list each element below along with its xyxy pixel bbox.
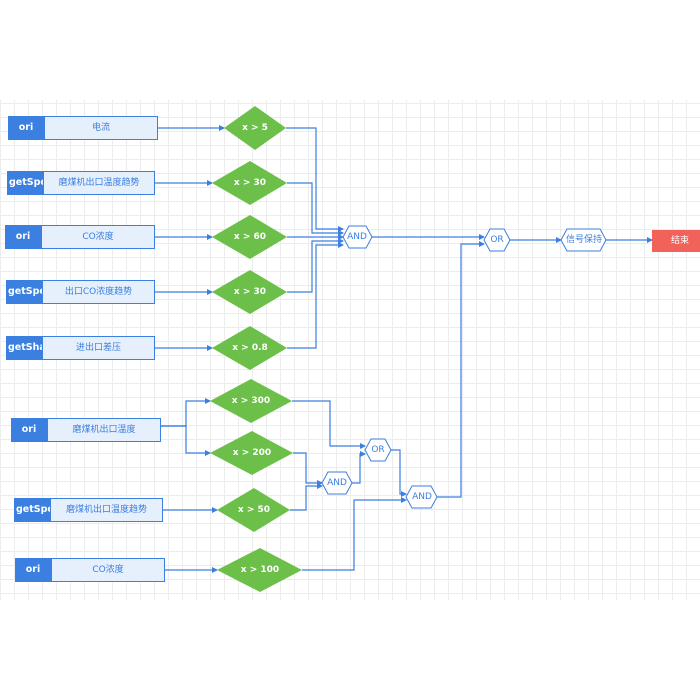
edge-src6-cond7 bbox=[161, 425, 211, 456]
source-label: 电流 bbox=[44, 116, 158, 140]
source-label: CO浓度 bbox=[51, 558, 165, 582]
condition-label-9: x > 100 bbox=[240, 565, 280, 575]
condition-diamond-9[interactable] bbox=[217, 548, 302, 592]
condition-label-2: x > 30 bbox=[233, 178, 267, 188]
notch-icon bbox=[45, 124, 49, 132]
edge-or1-and3 bbox=[391, 449, 407, 497]
notch-icon bbox=[43, 344, 47, 352]
condition-diamond-2[interactable] bbox=[212, 161, 287, 205]
source-node-2[interactable]: getSpee 磨煤机出口温度趋势 bbox=[7, 171, 155, 195]
source-node-1[interactable]: ori 电流 bbox=[8, 116, 158, 140]
source-tag: ori bbox=[8, 116, 44, 140]
and-gate-3[interactable] bbox=[405, 485, 438, 509]
and-gate-1-label: AND bbox=[347, 232, 367, 242]
or-gate-1-label: OR bbox=[371, 445, 385, 455]
edge-cond1-and1 bbox=[286, 127, 344, 232]
source-tag: getSpee bbox=[7, 171, 43, 195]
notch-icon bbox=[44, 179, 48, 187]
edge-cond9-and3 bbox=[302, 497, 407, 571]
source-tag: getShak bbox=[6, 336, 42, 360]
condition-diamond-6[interactable] bbox=[210, 379, 292, 423]
notch-icon bbox=[43, 288, 47, 296]
edge-cond7-and2 bbox=[293, 452, 323, 486]
condition-label-8: x > 50 bbox=[237, 505, 271, 515]
condition-label-4: x > 30 bbox=[233, 287, 267, 297]
condition-diamond-7[interactable] bbox=[210, 431, 293, 475]
condition-label-3: x > 60 bbox=[233, 232, 267, 242]
edge-cond8-and2 bbox=[290, 483, 323, 511]
condition-diamond-4[interactable] bbox=[212, 270, 287, 314]
signal-hold-node[interactable] bbox=[560, 228, 607, 252]
condition-label-1: x > 5 bbox=[242, 123, 268, 133]
source-label: 磨煤机出口温度趋势 bbox=[43, 171, 155, 195]
source-tag: getSpee bbox=[14, 498, 50, 522]
edge-cond5-and1 bbox=[287, 242, 344, 349]
edge-cond4-and1 bbox=[287, 238, 344, 293]
condition-label-6: x > 300 bbox=[231, 396, 271, 406]
or-gate-2-label: OR bbox=[490, 235, 504, 245]
condition-diamond-1[interactable] bbox=[224, 106, 286, 150]
source-label: 磨煤机出口温度趋势 bbox=[50, 498, 163, 522]
source-node-7[interactable]: getSpee 磨煤机出口温度趋势 bbox=[14, 498, 163, 522]
source-tag: getSpee bbox=[6, 280, 42, 304]
source-node-6[interactable]: ori 磨煤机出口温度 bbox=[11, 418, 161, 442]
edge-and2-or1 bbox=[352, 451, 366, 484]
and-gate-2[interactable] bbox=[321, 471, 353, 495]
edge-src6-cond6 bbox=[161, 398, 211, 427]
source-tag: ori bbox=[15, 558, 51, 582]
and-gate-2-label: AND bbox=[327, 478, 347, 488]
source-label: 进出口差压 bbox=[42, 336, 155, 360]
and-gate-1[interactable] bbox=[342, 225, 373, 249]
edge-cond2-and1 bbox=[287, 182, 344, 236]
source-node-4[interactable]: getSpee 出口CO浓度趋势 bbox=[6, 280, 155, 304]
notch-icon bbox=[51, 506, 55, 514]
condition-diamond-3[interactable] bbox=[212, 215, 287, 259]
notch-icon bbox=[48, 426, 52, 434]
and-gate-3-label: AND bbox=[412, 492, 432, 502]
notch-icon bbox=[42, 233, 46, 241]
source-tag: ori bbox=[5, 225, 41, 249]
end-node[interactable]: 结束 bbox=[652, 230, 700, 252]
source-node-3[interactable]: ori CO浓度 bbox=[5, 225, 155, 249]
source-node-8[interactable]: ori CO浓度 bbox=[15, 558, 165, 582]
edge-cond6-or1 bbox=[292, 400, 366, 449]
notch-icon bbox=[52, 566, 56, 574]
condition-diamond-5[interactable] bbox=[212, 326, 287, 370]
or-gate-1[interactable] bbox=[364, 438, 392, 462]
edge-and3-or2 bbox=[437, 241, 485, 498]
source-label: 出口CO浓度趋势 bbox=[42, 280, 155, 304]
signal-hold-label: 信号保持 bbox=[565, 235, 602, 245]
source-node-5[interactable]: getShak 进出口差压 bbox=[6, 336, 155, 360]
source-tag: ori bbox=[11, 418, 47, 442]
condition-diamond-8[interactable] bbox=[217, 488, 290, 532]
condition-label-7: x > 200 bbox=[232, 448, 272, 458]
condition-label-5: x > 0.8 bbox=[232, 343, 268, 353]
source-label: CO浓度 bbox=[41, 225, 155, 249]
or-gate-2[interactable] bbox=[483, 228, 511, 252]
source-label: 磨煤机出口温度 bbox=[47, 418, 161, 442]
